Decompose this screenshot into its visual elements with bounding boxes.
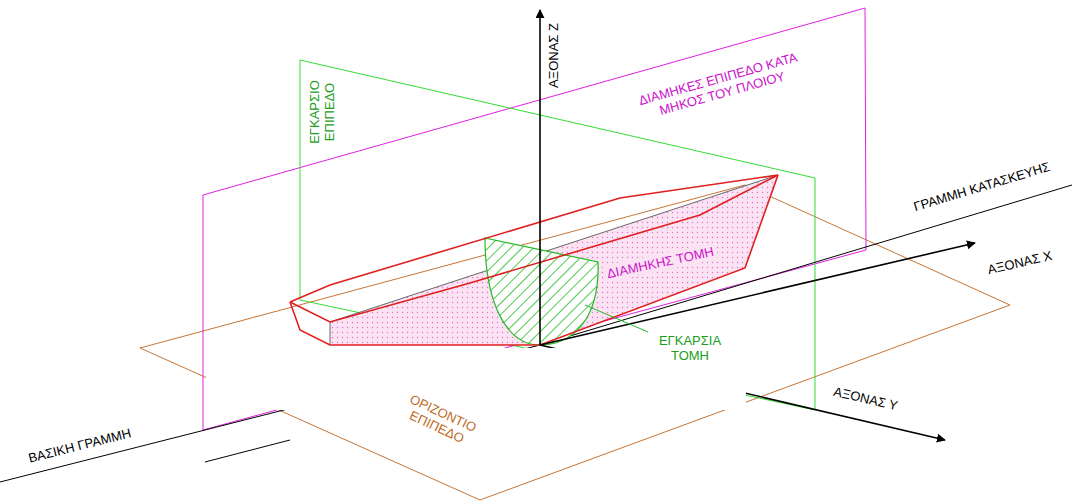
z-axis	[539, 10, 541, 345]
plane-label: ΕΓΚΑΡΣΙΟ ΕΠΙΠΕΔΟ	[306, 74, 338, 150]
stern-edge	[330, 322, 331, 345]
axis-label: ΑΞΟΝΑΣ Ζ	[544, 20, 561, 91]
plane-label: ΟΡΙΖΟΝΤΙΟ ΕΠΙΠΕΔΟ	[392, 386, 487, 453]
ship-deck-outline	[290, 175, 778, 322]
axis-label: ΑΞΟΝΑΣ Χ	[983, 246, 1057, 279]
line-label: ΒΑΣΙΚΗ ΓΡΑΜΜΗ	[24, 423, 136, 467]
section-label: ΕΓΚΑΡΣΙΑ ΤΟΜΗ	[652, 332, 728, 364]
construction-line	[540, 185, 1072, 345]
leader-line	[585, 305, 648, 332]
axis-label: ΑΞΟΝΑΣ Υ	[829, 382, 902, 415]
section-label: ΔΙΑΜΗΚΗΣ ΤΟΜΗ	[602, 242, 718, 282]
x-axis	[540, 243, 975, 345]
longitudinal-section	[330, 175, 778, 345]
plane-label: ΔΙΑΜΗΚΕΣ ΕΠΙΠΕΔΟ ΚΑΤΑ ΜΗΚΟΣ ΤΟΥ ΠΛΟΙΟΥ	[630, 47, 810, 126]
longitudinal-plane	[203, 8, 866, 430]
horizontal-plane	[140, 185, 1010, 500]
line-label: ΓΡΑΜΜΗ ΚΑΤΑΣΚΕΥΗΣ	[909, 157, 1055, 216]
ship-hull-outline	[290, 175, 778, 345]
base-line-short	[205, 440, 290, 462]
